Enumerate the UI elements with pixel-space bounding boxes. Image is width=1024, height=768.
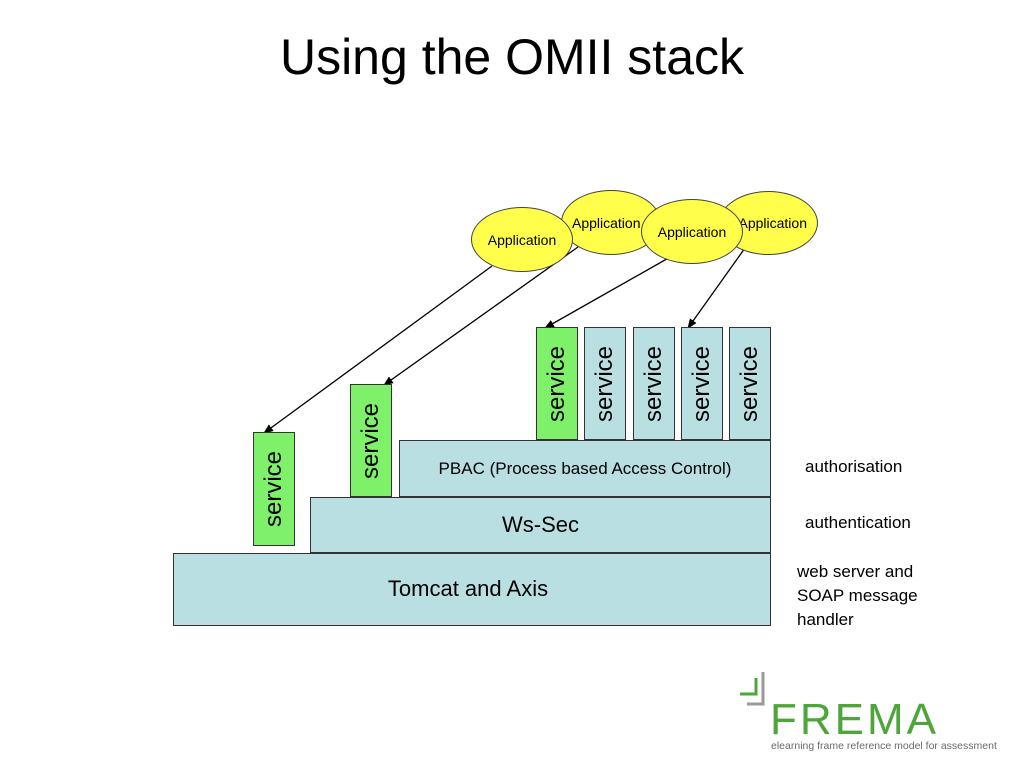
- frema-logo-mark: [740, 672, 765, 706]
- arrow-app3-to-service3: [544, 255, 673, 329]
- ws-sec-layer: Ws-Sec: [310, 497, 771, 553]
- slide-title: Using the OMII stack: [279, 29, 745, 85]
- authentication-label: authentication: [805, 513, 911, 532]
- arrow-app4-to-service6: [687, 247, 746, 329]
- service-label: service: [591, 345, 618, 422]
- arrow-app1-to-service1: [263, 265, 493, 434]
- service-box: service: [253, 432, 295, 546]
- arrow-app2-to-service2: [383, 246, 579, 386]
- service-label: service: [640, 345, 667, 422]
- tomcat-axis-label: Tomcat and Axis: [387, 575, 549, 601]
- frema-logo-text: FREMA: [770, 695, 939, 744]
- service-box: service: [536, 327, 578, 440]
- application-label: Application: [487, 231, 557, 248]
- ws-sec-label: Ws-Sec: [502, 512, 579, 537]
- service-box: service: [633, 327, 675, 440]
- frema-tagline: elearning frame reference model for asse…: [771, 740, 997, 752]
- service-label: service: [736, 345, 763, 422]
- service-box: service: [584, 327, 626, 440]
- authorisation-label: authorisation: [805, 457, 903, 476]
- tomcat-axis-layer: Tomcat and Axis: [173, 553, 771, 626]
- pbac-label: PBAC (Process based Access Control): [438, 458, 732, 478]
- service-box: service: [350, 384, 392, 497]
- webserver-label: web server and SOAP message handler: [797, 562, 918, 629]
- application-label: Application: [738, 215, 808, 231]
- service-label: service: [260, 450, 287, 528]
- application-label: Application: [657, 223, 727, 240]
- service-box: service: [729, 327, 771, 440]
- application-ellipse: Application: [471, 207, 573, 272]
- service-box: service: [681, 327, 723, 440]
- pbac-layer: PBAC (Process based Access Control): [399, 440, 771, 497]
- service-label: service: [357, 402, 384, 479]
- service-label: service: [543, 345, 570, 422]
- application-ellipse: Application: [641, 199, 743, 264]
- application-label: Application: [572, 214, 641, 231]
- service-label: service: [688, 345, 715, 422]
